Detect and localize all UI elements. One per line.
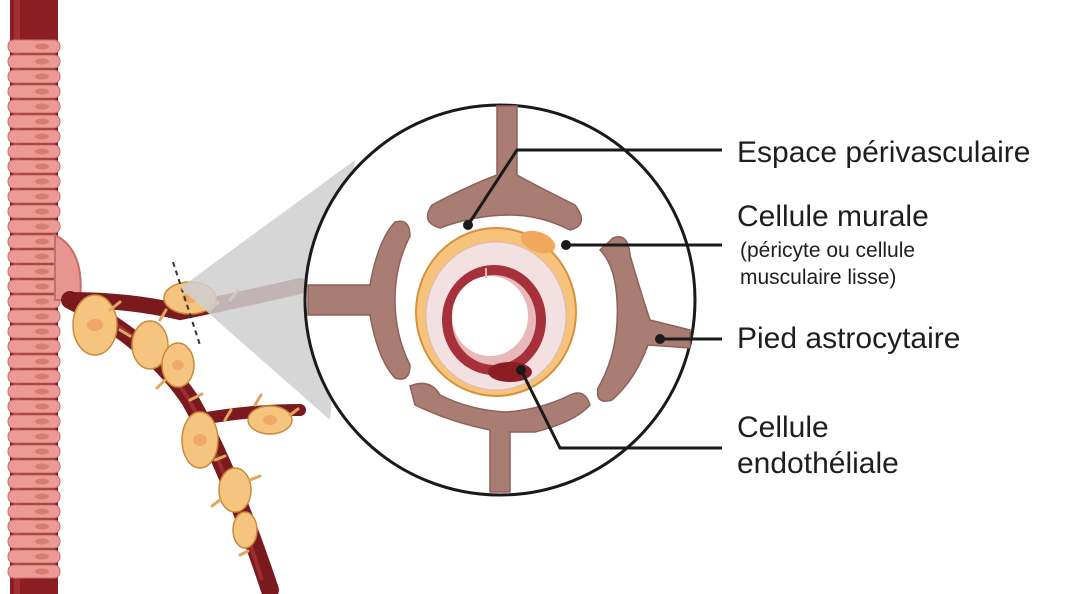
label-perivascular-space: Espace périvasculaire: [737, 136, 1030, 169]
label-mural-cell-sub-1: (péricyte ou cellule: [740, 239, 915, 262]
label-endothelial-cell-1: Cellule: [737, 411, 829, 444]
label-endothelial-cell-2: endothéliale: [737, 447, 899, 480]
label-astrocyte-foot: Pied astrocytaire: [737, 322, 960, 355]
label-mural-cell: Cellule murale: [737, 200, 929, 233]
label-mural-cell-sub-2: musculaire lisse): [740, 266, 896, 289]
cross-section-circle: [305, 105, 695, 495]
